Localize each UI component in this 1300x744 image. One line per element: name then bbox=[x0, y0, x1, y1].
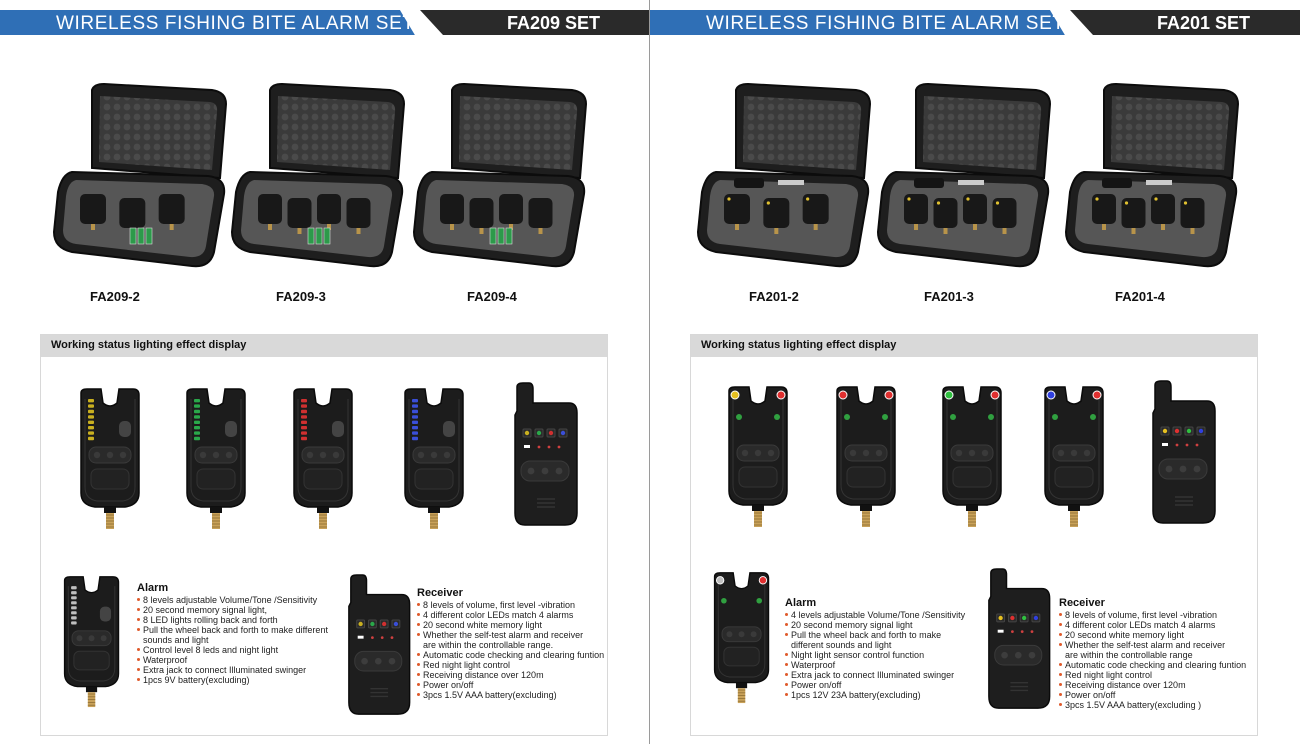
feature-item: Waterproof bbox=[785, 660, 965, 670]
feature-item: Whether the self-test alarm and receiver bbox=[417, 630, 604, 640]
alarm-green-led bbox=[181, 387, 251, 532]
feature-item: are within the controllable range. bbox=[423, 640, 554, 650]
alarm-unit-small bbox=[709, 571, 774, 706]
receiver-unit-small bbox=[343, 573, 414, 720]
feature-item: Waterproof bbox=[137, 655, 328, 665]
feature-item: Power on/off bbox=[417, 680, 604, 690]
banner: WIRELESS FISHING BITE ALARM SET FA209 SE… bbox=[0, 10, 650, 35]
product-case-fa209-3 bbox=[230, 82, 410, 272]
panel-title: Working status lighting effect display bbox=[701, 339, 897, 351]
feature-item: Receiving distance over 120m bbox=[1059, 680, 1246, 690]
feature-item: 8 levels adjustable Volume/Tone /Sensiti… bbox=[137, 595, 328, 605]
banner-model: FA201 SET bbox=[1156, 13, 1250, 33]
feature-item: Automatic code checking and clearing fun… bbox=[417, 650, 604, 660]
feature-item: sounds and light bbox=[143, 635, 209, 645]
page-divider bbox=[649, 0, 650, 744]
feature-item: 1pcs 9V battery(excluding) bbox=[137, 675, 328, 685]
feature-item: Automatic code checking and clearing fun… bbox=[1059, 660, 1246, 670]
alarm-blue-led bbox=[1039, 385, 1109, 530]
panel-title: Working status lighting effect display bbox=[51, 339, 247, 351]
banner-model: FA209 SET bbox=[506, 13, 600, 33]
banner-title: WIRELESS FISHING BITE ALARM SET bbox=[56, 13, 415, 34]
alarm-blue-led bbox=[399, 387, 469, 532]
lighting-panel: Working status lighting effect display A… bbox=[40, 334, 608, 736]
feature-item: 1pcs 12V 23A battery(excluding) bbox=[785, 690, 965, 700]
case-label: FA201-3 bbox=[924, 289, 974, 304]
product-case-fa201-2 bbox=[696, 82, 876, 272]
product-case-fa201-4 bbox=[1064, 82, 1244, 272]
receiver-unit bbox=[1147, 379, 1219, 529]
page-fa201: WIRELESS FISHING BITE ALARM SET FA201 SE… bbox=[650, 0, 1300, 744]
feature-item: 3pcs 1.5V AAA battery(excluding) bbox=[417, 690, 604, 700]
alarm-green-led bbox=[937, 385, 1007, 530]
receiver-unit-small bbox=[983, 567, 1054, 714]
feature-item: Red night light control bbox=[1059, 670, 1246, 680]
banner-title: WIRELESS FISHING BITE ALARM SET bbox=[706, 13, 1065, 34]
alarm-features: Alarm 8 levels adjustable Volume/Tone /S… bbox=[137, 582, 328, 685]
product-case-fa201-3 bbox=[876, 82, 1056, 272]
feature-item: Pull the wheel back and forth to make di… bbox=[137, 625, 328, 635]
alarm-heading: Alarm bbox=[137, 582, 169, 594]
receiver-heading: Receiver bbox=[417, 587, 463, 599]
case-label: FA201-2 bbox=[749, 289, 799, 304]
feature-item: 3pcs 1.5V AAA battery(excluding ) bbox=[1059, 700, 1246, 710]
feature-item: are within the controllable range bbox=[1065, 650, 1193, 660]
feature-item: 20 second white memory light bbox=[1059, 630, 1246, 640]
product-case-fa209-2 bbox=[52, 82, 232, 272]
product-case-fa209-4 bbox=[412, 82, 592, 272]
page-fa209: WIRELESS FISHING BITE ALARM SET FA209 SE… bbox=[0, 10, 650, 736]
receiver-heading: Receiver bbox=[1059, 597, 1105, 609]
feature-item: 8 levels of volume, first level -vibrati… bbox=[417, 600, 604, 610]
alarm-red-led bbox=[288, 387, 358, 532]
case-label: FA209-2 bbox=[90, 289, 140, 304]
feature-item: 4 different color LEDs match 4 alarms bbox=[417, 610, 604, 620]
feature-item: Control level 8 leds and night light bbox=[137, 645, 328, 655]
feature-item: 20 second memory signal light bbox=[785, 620, 965, 630]
case-label: FA209-3 bbox=[276, 289, 326, 304]
panel-header: Working status lighting effect display bbox=[41, 335, 607, 357]
case-label: FA201-4 bbox=[1115, 289, 1165, 304]
feature-item: Whether the self-test alarm and receiver bbox=[1059, 640, 1246, 650]
feature-item: 4 levels adjustable Volume/Tone /Sensiti… bbox=[785, 610, 965, 620]
alarm-heading: Alarm bbox=[785, 597, 817, 609]
feature-item: Red night light control bbox=[417, 660, 604, 670]
receiver-features: Receiver 8 levels of volume, first level… bbox=[417, 587, 604, 700]
alarm-unit-small bbox=[59, 575, 124, 710]
feature-item: Pull the wheel back and forth to make bbox=[785, 630, 965, 640]
feature-item: 4 different color LEDs match 4 alarms bbox=[1059, 620, 1246, 630]
feature-item: 8 LED lights rolling back and forth bbox=[137, 615, 328, 625]
feature-item: Night light sensor control function bbox=[785, 650, 965, 660]
alarm-red-led bbox=[831, 385, 901, 530]
receiver-features: Receiver 8 levels of volume, first level… bbox=[1059, 597, 1246, 710]
lighting-panel: Working status lighting effect display A… bbox=[690, 334, 1258, 736]
feature-item: Extra jack to connect Illuminated swinge… bbox=[137, 665, 328, 675]
feature-item: 8 levels of volume, first level -vibrati… bbox=[1059, 610, 1246, 620]
feature-item: Power on/off bbox=[785, 680, 965, 690]
feature-item: Power on/off bbox=[1059, 690, 1246, 700]
banner: WIRELESS FISHING BITE ALARM SET FA201 SE… bbox=[650, 10, 1300, 35]
feature-item: Receiving distance over 120m bbox=[417, 670, 604, 680]
alarm-yellow-led bbox=[723, 385, 793, 530]
feature-item: 20 second white memory light bbox=[417, 620, 604, 630]
receiver-unit bbox=[509, 381, 581, 531]
feature-item: 20 second memory signal light, bbox=[137, 605, 328, 615]
alarm-yellow-led bbox=[75, 387, 145, 532]
feature-item: Extra jack to connect Illuminated swinge… bbox=[785, 670, 965, 680]
alarm-features: Alarm 4 levels adjustable Volume/Tone /S… bbox=[785, 597, 965, 700]
case-label: FA209-4 bbox=[467, 289, 517, 304]
panel-header: Working status lighting effect display bbox=[691, 335, 1257, 357]
feature-item: different sounds and light bbox=[791, 640, 892, 650]
